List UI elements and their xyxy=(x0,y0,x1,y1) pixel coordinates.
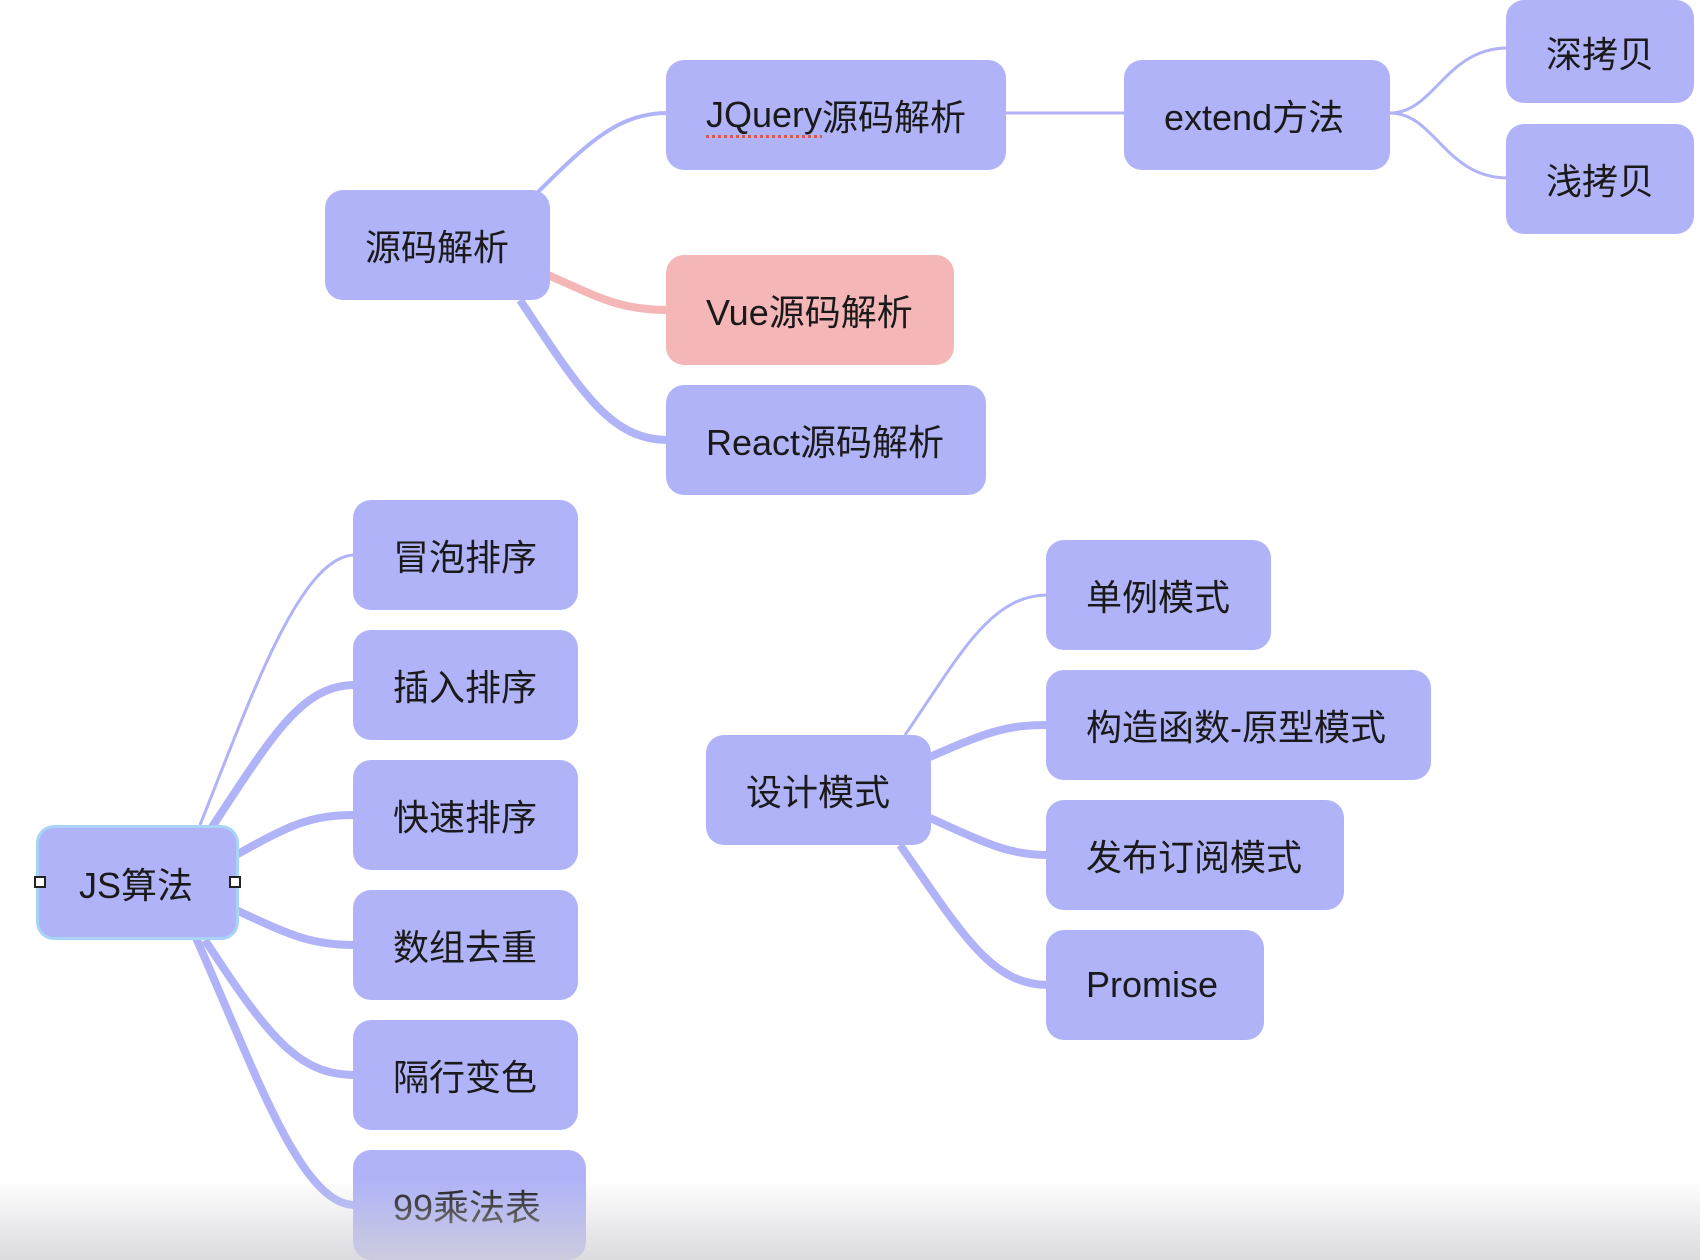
node-react[interactable]: React源码解析 xyxy=(666,385,986,495)
link-extend-shallow xyxy=(1389,111,1509,180)
node-deep-copy[interactable]: 深拷贝 xyxy=(1506,0,1694,103)
node-promise[interactable]: Promise xyxy=(1046,930,1264,1040)
node-extend[interactable]: extend方法 xyxy=(1124,60,1390,170)
node-bubble-sort[interactable]: 冒泡排序 xyxy=(353,500,578,610)
link-design-promise xyxy=(896,842,1049,989)
node-shallow-copy[interactable]: 浅拷贝 xyxy=(1506,124,1694,234)
link-extend-deep xyxy=(1389,46,1509,115)
node-js-algo[interactable]: JS算法 xyxy=(36,825,239,940)
link-js-dedupe xyxy=(234,906,356,949)
link-js-quick xyxy=(234,811,356,859)
link-yuanma-jquery xyxy=(533,111,669,197)
node-row-stripe[interactable]: 隔行变色 xyxy=(353,1020,578,1130)
resize-handle-right[interactable] xyxy=(229,876,241,888)
link-design-prototype xyxy=(928,721,1049,761)
node-prototype-pattern[interactable]: 构造函数-原型模式 xyxy=(1046,670,1431,780)
node-singleton[interactable]: 单例模式 xyxy=(1046,540,1271,650)
node-design-patterns[interactable]: 设计模式 xyxy=(706,735,931,845)
node-insert-sort[interactable]: 插入排序 xyxy=(353,630,578,740)
resize-handle-left[interactable] xyxy=(34,876,46,888)
link-yuanma-vue xyxy=(546,271,669,314)
link-js-insert xyxy=(206,681,356,833)
link-design-pubsub xyxy=(928,814,1049,859)
link-js-bubble xyxy=(198,553,356,826)
jquery-word: JQuery xyxy=(706,94,823,135)
node-array-dedupe[interactable]: 数组去重 xyxy=(353,890,578,1000)
node-99-table[interactable]: 99乘法表 xyxy=(353,1150,586,1260)
node-yuanma[interactable]: 源码解析 xyxy=(325,190,550,300)
node-vue[interactable]: Vue源码解析 xyxy=(666,255,954,365)
link-js-stripe xyxy=(201,937,356,1079)
link-design-singleton xyxy=(903,593,1049,736)
link-yuanma-react xyxy=(516,297,669,444)
node-pubsub[interactable]: 发布订阅模式 xyxy=(1046,800,1344,910)
node-quick-sort[interactable]: 快速排序 xyxy=(353,760,578,870)
